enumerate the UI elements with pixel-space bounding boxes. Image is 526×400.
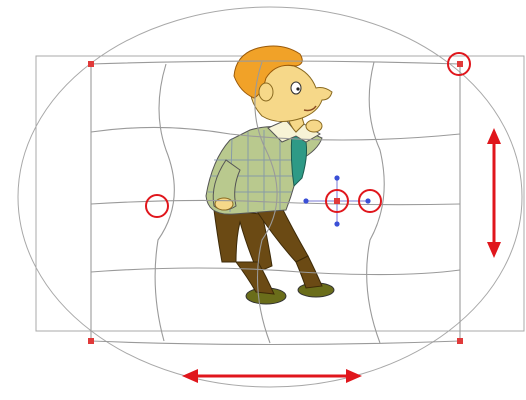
character-eye (291, 82, 301, 94)
tangent-handle-left[interactable] (303, 198, 308, 203)
character-pocket-hand (215, 198, 233, 210)
interior-control-point[interactable] (334, 198, 340, 204)
grid-row-4 (91, 268, 460, 275)
tangent-handle-top[interactable] (334, 175, 339, 180)
control-point-top-left[interactable] (88, 61, 94, 67)
control-point-top-right[interactable] (457, 61, 463, 67)
control-point-bottom-right[interactable] (457, 338, 463, 344)
grid-col-2 (155, 64, 174, 341)
cartoon-character[interactable] (206, 46, 334, 304)
vertical-resize-arrow (487, 128, 501, 258)
tangent-handle-bottom[interactable] (334, 221, 339, 226)
character-hand (306, 120, 322, 132)
tangent-handle-right[interactable] (365, 198, 370, 203)
grid-row-5 (91, 341, 460, 345)
selected-control-point[interactable] (303, 175, 370, 226)
character-ear (259, 83, 273, 101)
highlight-circle-left (146, 195, 168, 217)
control-point-bottom-left[interactable] (88, 338, 94, 344)
character-pupil (296, 87, 299, 90)
